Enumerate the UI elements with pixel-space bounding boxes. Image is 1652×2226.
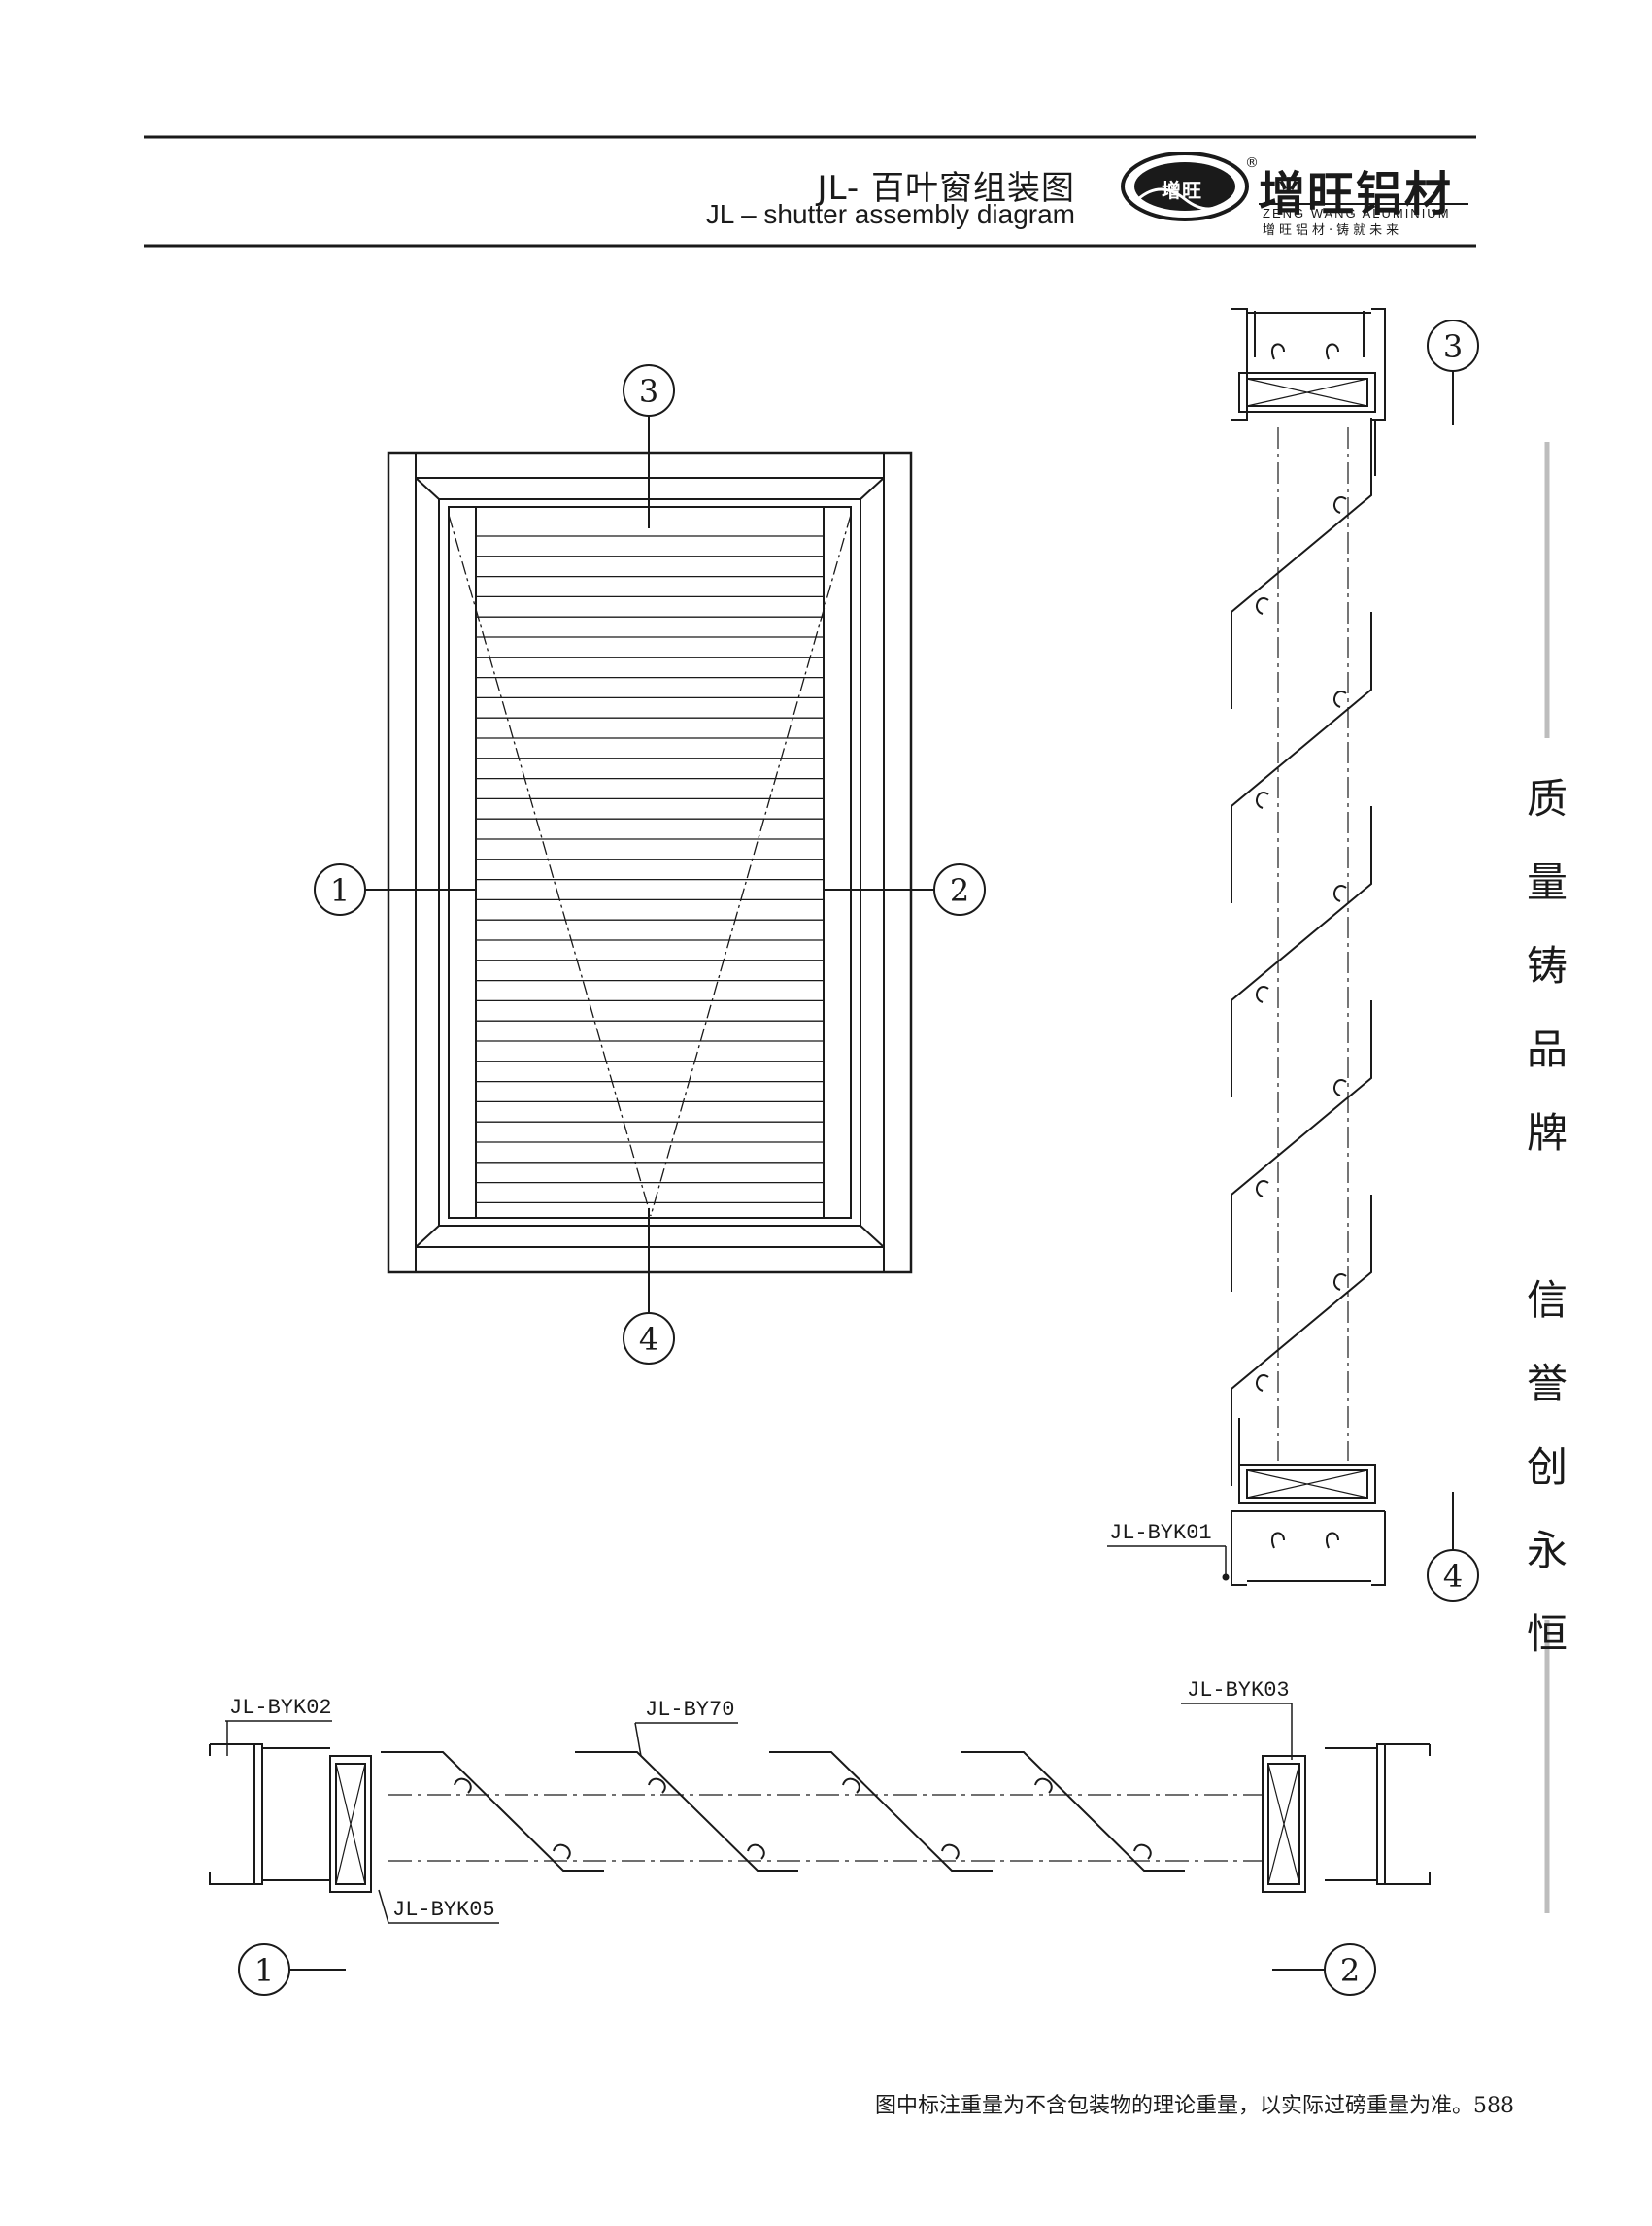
callout-3: 3	[638, 373, 659, 410]
horizontal-section	[209, 1743, 1431, 1893]
code-byk01: JL-BYK01	[1109, 1521, 1212, 1545]
section-slat	[1231, 806, 1372, 1097]
vertical-section	[1231, 308, 1386, 1586]
leader-by70	[634, 1722, 642, 1757]
side-char: 创	[1526, 1443, 1568, 1491]
section-slat	[1231, 1000, 1372, 1292]
side-char: 品	[1526, 1026, 1568, 1073]
section-slat	[1231, 418, 1372, 709]
side-char: 恒	[1526, 1610, 1568, 1658]
side-char: 量	[1526, 859, 1568, 906]
callout-2-section: 2	[1339, 1952, 1361, 1989]
section-slat	[575, 1751, 798, 1872]
callout-1-section: 1	[253, 1952, 275, 1989]
callout-4-section: 4	[1442, 1558, 1464, 1595]
brand-slogan: 增旺铝材·铸就未来	[1263, 223, 1403, 238]
code-byk02: JL-BYK02	[229, 1696, 332, 1720]
side-char: 质	[1526, 775, 1568, 823]
page-title: JL- 百叶窗组装图	[817, 169, 1075, 208]
callout-circle-1	[314, 863, 366, 916]
side-char: 永	[1526, 1527, 1568, 1574]
side-char: 牌	[1526, 1109, 1568, 1157]
side-slogan: 质 量 铸 品 牌 信 誉 创 永 恒	[1521, 758, 1573, 1676]
side-char: 铸	[1526, 942, 1568, 990]
callout-1: 1	[329, 872, 351, 909]
code-by70: JL-BY70	[645, 1698, 735, 1722]
callout-circle-4	[623, 1312, 675, 1365]
leader-byk05	[378, 1889, 389, 1924]
brand-name: 增旺铝材	[1259, 167, 1454, 221]
brand-logo-icon	[1121, 152, 1249, 221]
callout-circle-2	[933, 863, 986, 916]
page-subtitle: JL – shutter assembly diagram	[705, 199, 1075, 229]
section-slat	[769, 1751, 993, 1872]
callout-2: 2	[949, 872, 970, 909]
callout-circle-3	[623, 364, 675, 417]
logo-text: 增旺	[1162, 179, 1202, 202]
code-byk05: JL-BYK05	[392, 1898, 495, 1922]
side-char: 信	[1526, 1276, 1568, 1324]
code-byk03: JL-BYK03	[1187, 1678, 1290, 1703]
section-slat	[1231, 612, 1372, 903]
registered-mark: ®	[1245, 155, 1259, 171]
callout-3-section: 3	[1442, 328, 1464, 365]
louver-slats	[476, 535, 824, 1204]
callout-4: 4	[638, 1321, 659, 1358]
section-slat	[961, 1751, 1185, 1872]
side-char: 誉	[1526, 1360, 1568, 1407]
brand-name-en: ZENG WANG ALUMINIUM	[1263, 206, 1451, 220]
window-elevation	[387, 451, 913, 1274]
footer-note: 图中标注重量为不含包装物的理论重量，以实际过磅重量为准。588	[875, 2094, 1514, 2118]
section-slat	[381, 1751, 604, 1872]
section-slat	[1231, 1195, 1372, 1486]
